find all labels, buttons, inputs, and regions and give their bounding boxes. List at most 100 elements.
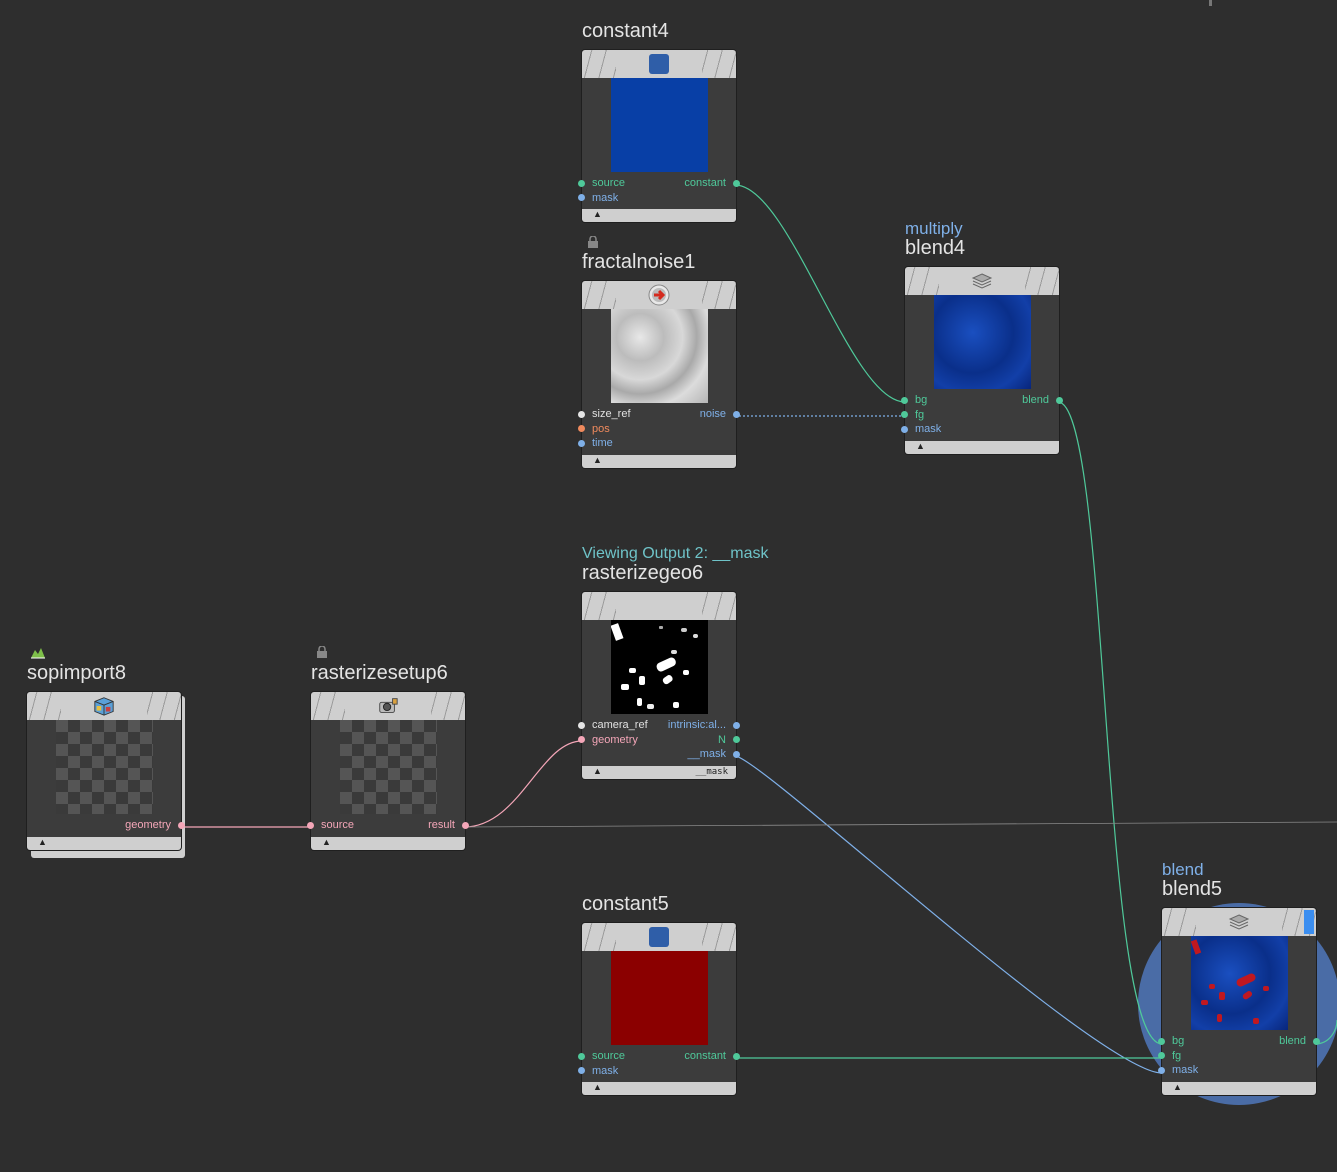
node-footer[interactable]: ▲: [582, 209, 736, 222]
input-port-bg[interactable]: [1158, 1037, 1165, 1045]
node-footer[interactable]: ▲: [905, 440, 1059, 454]
port-label: constant: [684, 1050, 726, 1062]
node-header[interactable]: [27, 692, 181, 720]
sop-import-flag-icon[interactable]: [30, 645, 46, 659]
geometry-cube-icon: [93, 695, 115, 717]
node-header[interactable]: [582, 281, 736, 309]
wire-rasterizegeo6-to-blend5-mask: [734, 755, 1163, 1074]
lock-icon[interactable]: [316, 646, 328, 658]
port-label: geometry: [592, 733, 638, 746]
port-label: time: [592, 437, 613, 449]
node-preview: [610, 620, 708, 714]
input-port-fg[interactable]: [901, 411, 908, 418]
node-sopimport8[interactable]: geometry ▲: [27, 692, 185, 850]
output-port-geometry[interactable]: [178, 821, 185, 829]
constant-swatch-icon: [648, 926, 670, 948]
node-header[interactable]: [311, 692, 465, 720]
node-title-blend4: blend4: [905, 237, 966, 259]
input-port-source[interactable]: [307, 821, 314, 829]
expand-arrow-icon[interactable]: ▲: [322, 836, 331, 847]
footer-output-label: __mask: [695, 766, 728, 777]
port-label: source: [321, 819, 355, 831]
node-footer[interactable]: ▲: [1162, 1081, 1316, 1095]
expand-arrow-icon[interactable]: ▲: [38, 836, 47, 847]
input-port-bg[interactable]: [901, 396, 908, 404]
input-port-fg[interactable]: [1158, 1052, 1165, 1059]
node-preview: [610, 309, 708, 403]
output-port-noise[interactable]: [733, 410, 740, 418]
node-footer[interactable]: ▲: [582, 1082, 736, 1095]
expand-arrow-icon[interactable]: ▲: [593, 765, 602, 776]
port-label: fg: [1172, 1049, 1182, 1062]
output-port-constant[interactable]: [733, 179, 740, 187]
output-port-constant[interactable]: [733, 1052, 740, 1060]
node-footer[interactable]: ▲ __mask: [582, 765, 736, 779]
layers-icon: [971, 270, 993, 292]
node-subtitle-blend4: multiply: [905, 219, 963, 238]
expand-arrow-icon[interactable]: ▲: [1173, 1081, 1182, 1092]
expand-arrow-icon[interactable]: ▲: [916, 440, 925, 451]
input-port-mask[interactable]: [1158, 1066, 1165, 1074]
lock-icon[interactable]: [587, 236, 599, 248]
mask-preview: [610, 623, 698, 709]
input-port-time[interactable]: [578, 439, 585, 447]
port-label: source: [592, 177, 626, 189]
expand-arrow-icon[interactable]: ▲: [593, 1082, 602, 1092]
input-port-mask[interactable]: [578, 194, 585, 201]
port-label: fg: [915, 408, 925, 421]
output-port-result[interactable]: [462, 821, 469, 829]
port-label: __mask: [687, 748, 726, 760]
output-port-blend[interactable]: [1056, 396, 1063, 404]
node-preview: [610, 78, 708, 172]
node-footer[interactable]: ▲: [582, 454, 736, 468]
output-port-intrinsic[interactable]: [733, 721, 740, 729]
wire-rasterizesetup6-to-rasterizegeo6: [463, 740, 583, 828]
port-label: mask: [1172, 1064, 1199, 1076]
port-label: bg: [1172, 1035, 1185, 1047]
node-title-blend5: blend5: [1162, 878, 1223, 900]
input-port-mask[interactable]: [901, 425, 908, 433]
port-label: blend: [1022, 394, 1049, 406]
port-label: N: [718, 733, 726, 746]
output-port-mask[interactable]: [733, 750, 740, 758]
port-label: source: [592, 1050, 626, 1062]
node-subtitle-blend5: blend: [1162, 860, 1204, 879]
layers-icon: [1228, 911, 1250, 933]
port-label: geometry: [125, 819, 171, 831]
expand-arrow-icon[interactable]: ▲: [593, 209, 602, 219]
expand-arrow-icon[interactable]: ▲: [593, 454, 602, 465]
input-port-mask[interactable]: [578, 1067, 585, 1074]
input-port-camera-ref[interactable]: [578, 721, 585, 729]
port-label: mask: [592, 191, 619, 204]
node-title-constant4: constant4: [582, 20, 669, 42]
input-port-geometry[interactable]: [578, 736, 585, 743]
port-label: bg: [915, 394, 928, 406]
wire-constant4-to-blend4-bg: [734, 184, 906, 403]
node-header[interactable]: [582, 50, 736, 78]
node-header[interactable]: [582, 923, 736, 951]
node-header[interactable]: [905, 267, 1059, 295]
input-port-pos[interactable]: [578, 425, 585, 432]
node-blend5[interactable]: bg blend fg mask ▲: [1158, 908, 1320, 1095]
blend-preview: [1190, 939, 1269, 1024]
node-title-sopimport8: sopimport8: [27, 662, 126, 684]
port-label: camera_ref: [592, 719, 648, 731]
input-port-source[interactable]: [578, 179, 585, 187]
input-port-source[interactable]: [578, 1052, 585, 1060]
output-port-n[interactable]: [733, 736, 740, 743]
wire-blend4-to-blend5-bg: [1057, 401, 1163, 1045]
display-flag[interactable]: [1304, 910, 1314, 934]
node-footer[interactable]: ▲: [27, 836, 181, 850]
port-label: blend: [1279, 1035, 1306, 1047]
input-port-size-ref[interactable]: [578, 410, 585, 418]
node-header[interactable]: [1162, 908, 1316, 936]
node-header[interactable]: [582, 592, 736, 620]
node-footer[interactable]: ▲: [311, 836, 465, 850]
output-port-blend[interactable]: [1313, 1037, 1320, 1045]
